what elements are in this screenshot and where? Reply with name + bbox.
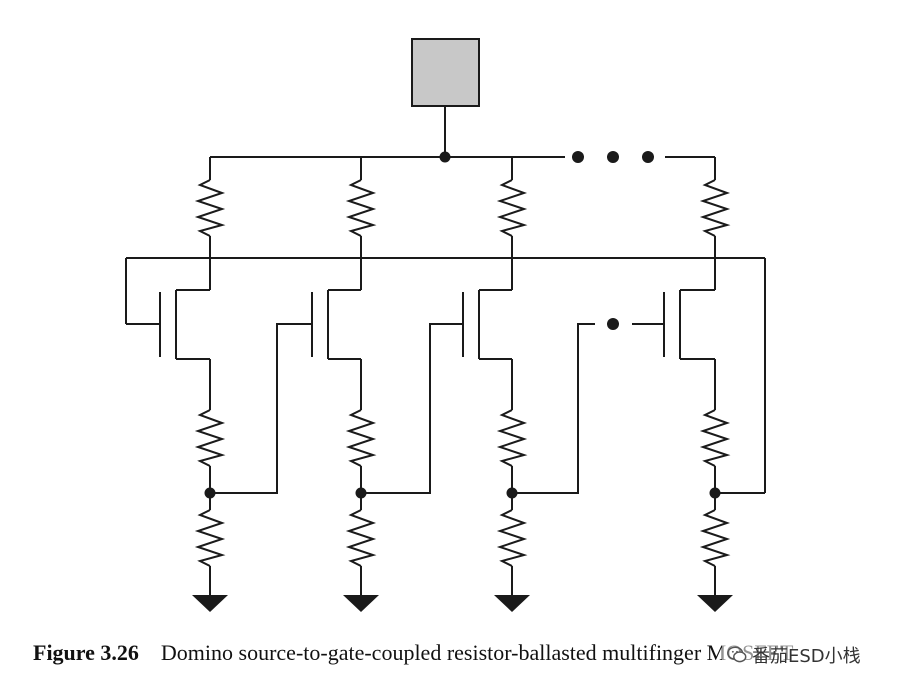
source-resistor-3 [496, 359, 528, 493]
gate-coupling-4 [512, 323, 664, 494]
source-node-dot-3 [506, 487, 518, 499]
ground-symbol-1 [192, 595, 228, 612]
source-resistor-1 [194, 359, 226, 493]
gate-resistor-2 [345, 157, 377, 258]
ground-symbol-4 [697, 595, 733, 612]
ground-symbol-2 [343, 595, 379, 612]
figure-caption: Figure 3.26 Domino source-to-gate-coupled… [33, 640, 793, 666]
mosfet-finger-4 [663, 289, 715, 360]
source-resistor-2 [345, 359, 377, 493]
watermark-text: 番茄ESD小栈 [752, 646, 861, 667]
figure-caption-text: Domino source-to-gate-coupled resistor-b… [160, 640, 794, 665]
continuation-dot-gate [607, 318, 619, 330]
source-node-dot-1 [204, 487, 216, 499]
figure-label: Figure 3.26 [33, 640, 139, 665]
mosfet-finger-3 [462, 289, 512, 360]
ground-resistor-1 [194, 493, 226, 595]
ground-resistor-2 [345, 493, 377, 595]
pad-junction-dot [439, 151, 451, 163]
ground-symbol-3 [494, 595, 530, 612]
gate-resistor-1 [194, 157, 226, 258]
source-resistor-4 [699, 359, 731, 493]
source-node-dot-2 [355, 487, 367, 499]
mosfet-finger-2 [311, 289, 361, 360]
gate-coupling-3 [361, 323, 463, 494]
ground-resistor-4 [699, 493, 731, 595]
mosfet-finger-1 [159, 289, 210, 360]
gate-coupling-2 [210, 323, 312, 494]
bond-pad [411, 38, 480, 107]
source-node-dot-4 [709, 487, 721, 499]
continuation-dot [572, 151, 584, 163]
continuation-dot [607, 151, 619, 163]
ground-resistor-3 [496, 493, 528, 595]
watermark: 番茄ESD小栈 [722, 641, 865, 669]
wechat-icon [727, 646, 747, 663]
continuation-dot [642, 151, 654, 163]
gate-resistor-4 [699, 157, 731, 258]
gate-resistor-3 [496, 157, 528, 258]
